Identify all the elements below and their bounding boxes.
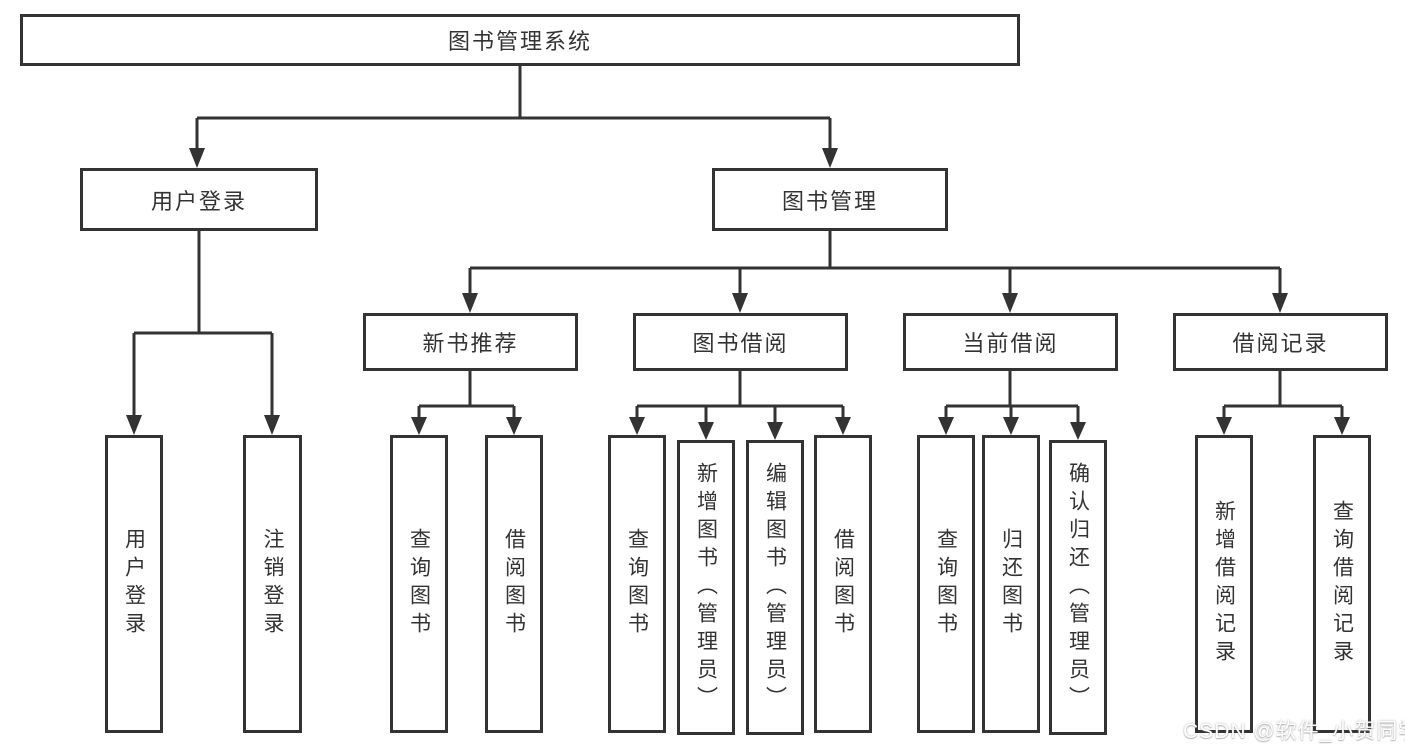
edge-line bbox=[132, 231, 274, 417]
node-label: 新增借阅记录 bbox=[1212, 500, 1236, 668]
node-new-book-recommend: 新书推荐 bbox=[363, 313, 578, 371]
node-current-borrow: 当前借阅 bbox=[903, 313, 1118, 371]
connector-root-to-level2 bbox=[189, 66, 838, 168]
connector-book-mgmt-to-level3 bbox=[462, 231, 1288, 313]
edge-line bbox=[944, 371, 1080, 424]
node-book-management: 图书管理 bbox=[712, 168, 948, 231]
leaf-records-query-record: 查询借阅记录 bbox=[1313, 435, 1371, 733]
node-label: 归还图书 bbox=[999, 528, 1023, 640]
leaf-records-add-record: 新增借阅记录 bbox=[1195, 435, 1253, 733]
node-label: 查询图书 bbox=[625, 528, 649, 640]
leaf-current-query-books: 查询图书 bbox=[917, 435, 975, 733]
leaf-current-return-books: 归还图书 bbox=[982, 435, 1040, 733]
node-label: 查询图书 bbox=[934, 528, 958, 640]
arrowhead bbox=[411, 417, 522, 435]
leaf-borrow-borrow-books: 借阅图书 bbox=[814, 435, 872, 733]
connector-book-borrow-to-leaves bbox=[629, 371, 851, 440]
node-label: 注销登录 bbox=[261, 528, 284, 640]
node-library-management-system: 图书管理系统 bbox=[20, 14, 1020, 66]
leaf-newbook-borrow-books: 借阅图书 bbox=[485, 435, 543, 733]
arrowhead bbox=[126, 415, 280, 435]
node-label: 查询图书 bbox=[407, 528, 431, 640]
leaf-borrow-add-books-admin: 新增图书（管理员） bbox=[677, 440, 735, 735]
edge-line bbox=[635, 371, 845, 424]
connector-borrow-records-to-leaves bbox=[1216, 371, 1350, 435]
node-book-borrow: 图书借阅 bbox=[633, 313, 848, 371]
node-label: 借阅记录 bbox=[1232, 331, 1329, 356]
leaf-borrow-query-books: 查询图书 bbox=[608, 435, 666, 733]
edge-line bbox=[468, 231, 1282, 295]
node-label: 借阅图书 bbox=[502, 528, 526, 640]
edge-line bbox=[417, 371, 516, 419]
connector-current-borrow-to-leaves bbox=[938, 371, 1086, 440]
arrowhead bbox=[1216, 417, 1350, 435]
node-label: 借阅图书 bbox=[831, 528, 855, 640]
connector-user-login-to-leaves bbox=[126, 231, 280, 435]
node-label: 图书管理系统 bbox=[447, 29, 592, 54]
node-label: 新增图书（管理员） bbox=[694, 461, 718, 714]
node-label: 图书管理 bbox=[781, 188, 878, 214]
node-label: 用户登录 bbox=[122, 528, 146, 640]
connector-new-book-to-leaves bbox=[411, 371, 522, 435]
edge-line bbox=[195, 66, 832, 150]
node-label: 当前借阅 bbox=[962, 331, 1059, 356]
leaf-logout: 注销登录 bbox=[243, 435, 302, 733]
leaf-user-login: 用户登录 bbox=[105, 435, 163, 733]
leaf-newbook-query-books: 查询图书 bbox=[390, 435, 448, 733]
node-user-login: 用户登录 bbox=[80, 168, 318, 231]
node-label: 编辑图书（管理员） bbox=[763, 461, 787, 714]
node-label: 查询借阅记录 bbox=[1330, 500, 1354, 668]
node-label: 确认归还（管理员） bbox=[1066, 461, 1090, 714]
node-label: 用户登录 bbox=[150, 188, 247, 214]
csdn-watermark: CSDN @软件_小贺同学 bbox=[1183, 720, 1405, 743]
arrowhead bbox=[938, 417, 1086, 440]
arrowhead bbox=[189, 148, 838, 168]
leaf-borrow-edit-books-admin: 编辑图书（管理员） bbox=[746, 440, 804, 735]
edge-line bbox=[1222, 371, 1344, 419]
arrowhead bbox=[462, 293, 1288, 313]
leaf-current-confirm-return-admin: 确认归还（管理员） bbox=[1049, 440, 1107, 735]
node-borrow-records: 借阅记录 bbox=[1173, 313, 1388, 371]
node-label: 新书推荐 bbox=[422, 331, 519, 356]
node-label: 图书借阅 bbox=[692, 331, 789, 356]
